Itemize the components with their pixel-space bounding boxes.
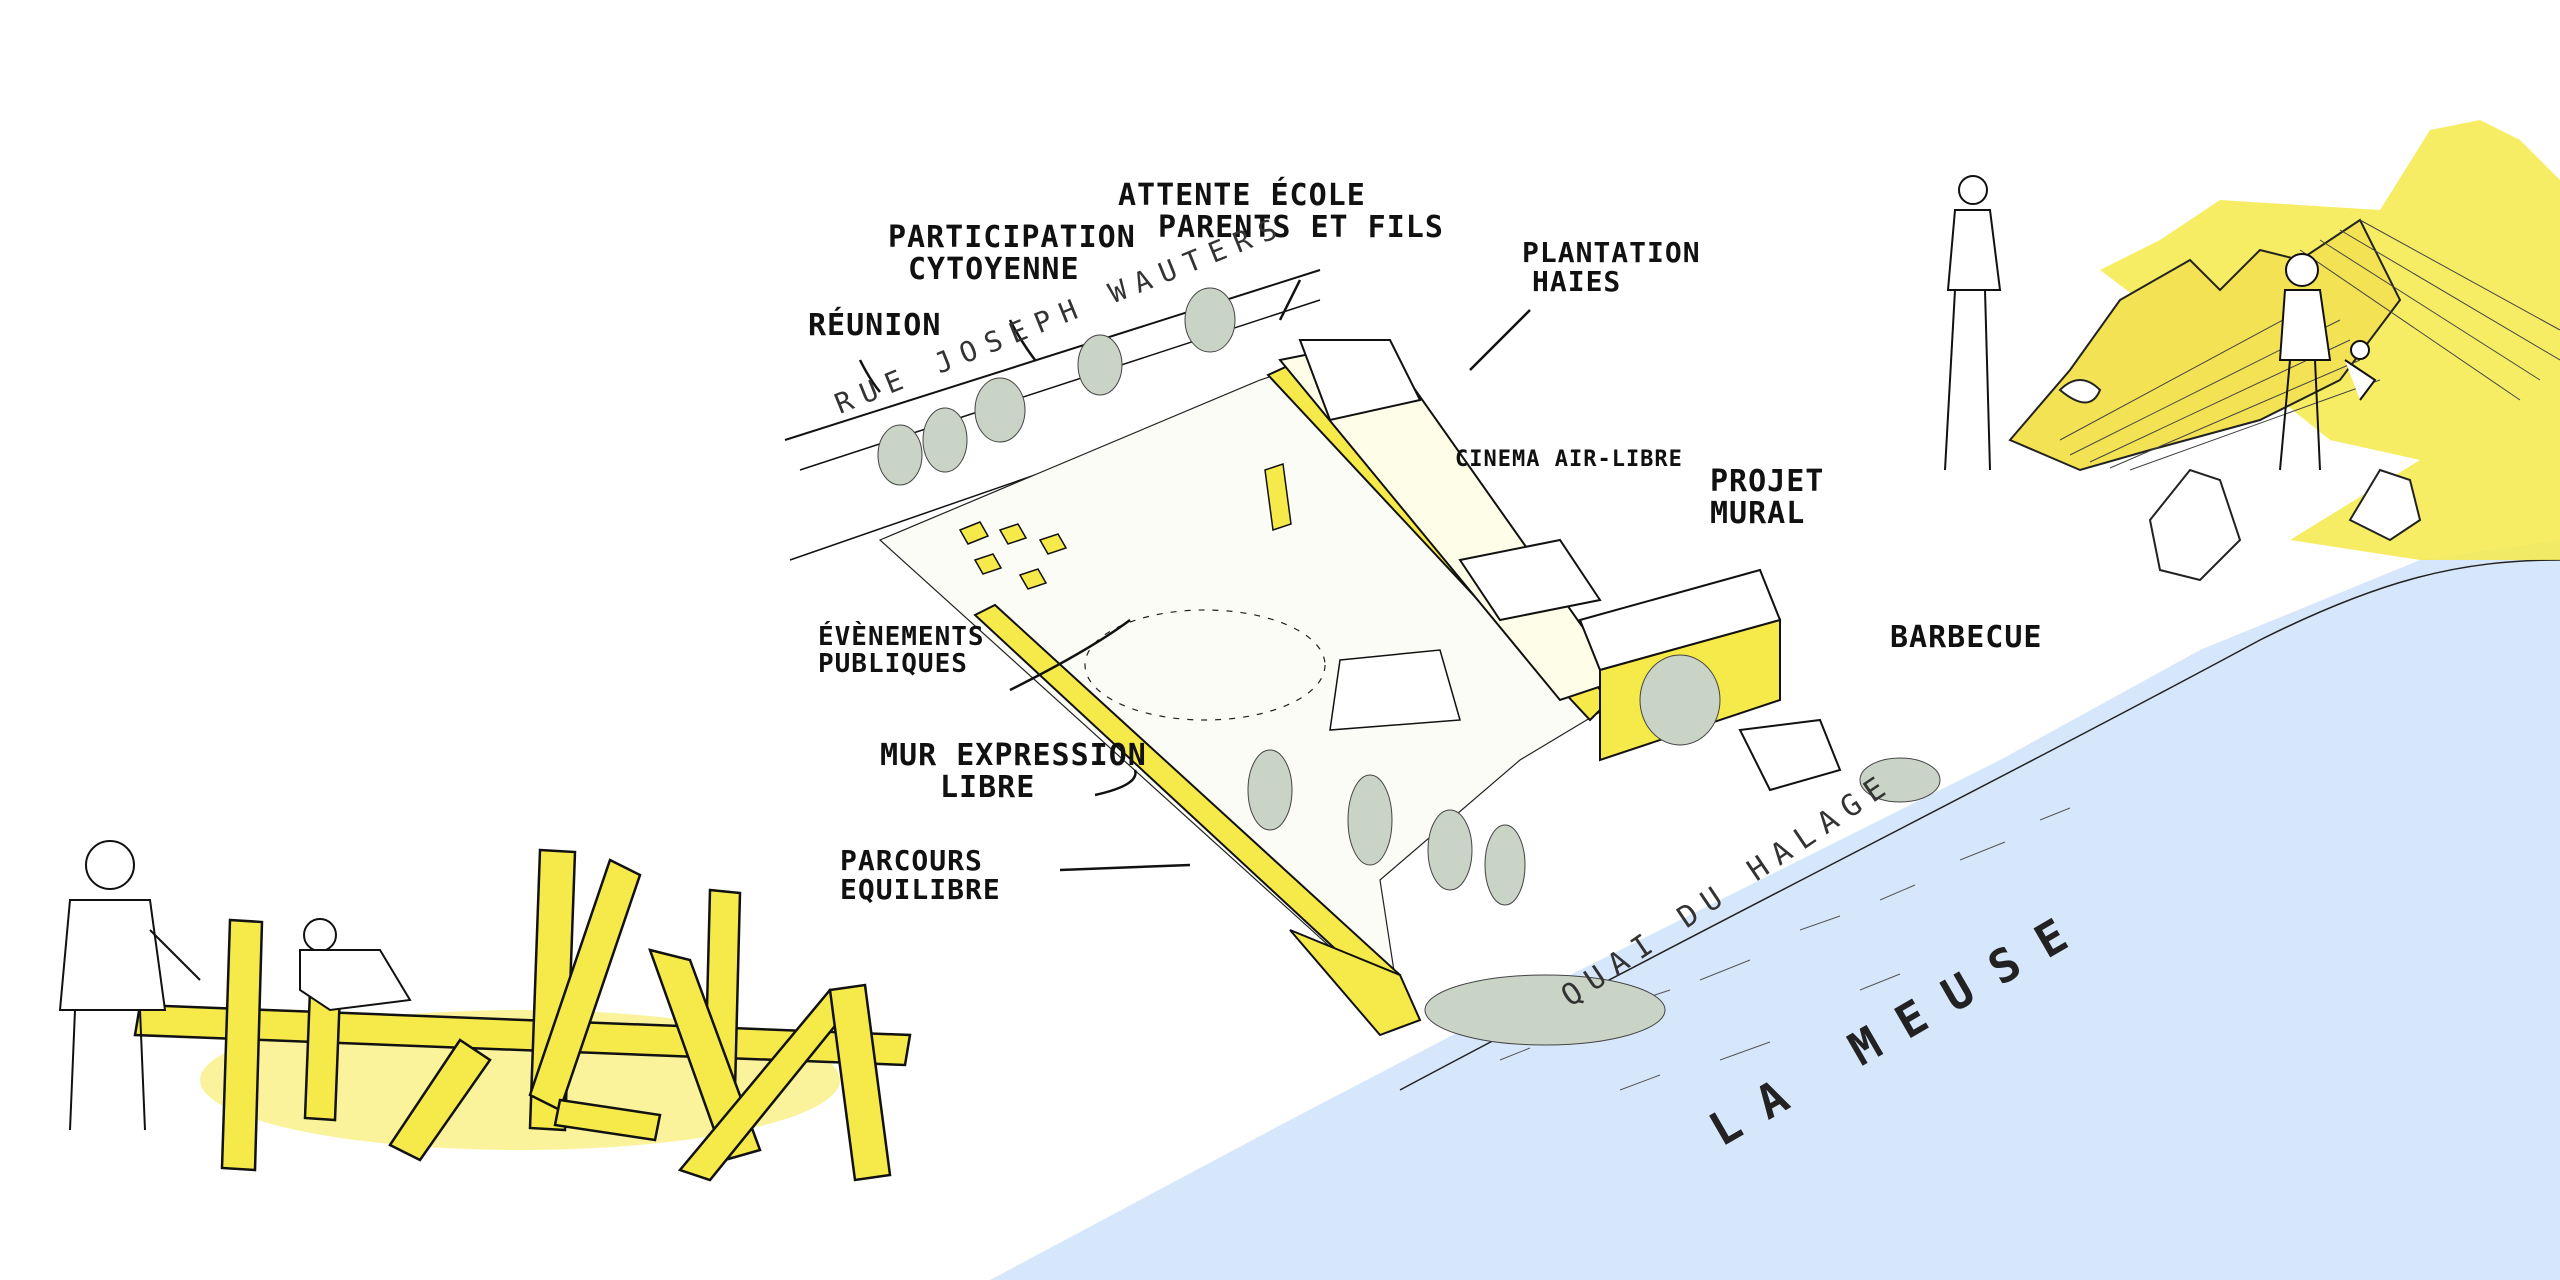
balance-beams-sketch [58, 840, 912, 1182]
riverbank-line [1399, 559, 2560, 1091]
climbing-wall-sketch [1944, 120, 2560, 582]
site-plan [784, 269, 1941, 1046]
label-cinema: CINEMA AIR-LIBRE [1455, 447, 1683, 472]
label-reunion: RÉUNION [808, 308, 942, 343]
river-meuse [990, 540, 2560, 1280]
label-barbecue: BARBECUE [1890, 620, 2043, 655]
annotation-arrows [858, 279, 1531, 872]
